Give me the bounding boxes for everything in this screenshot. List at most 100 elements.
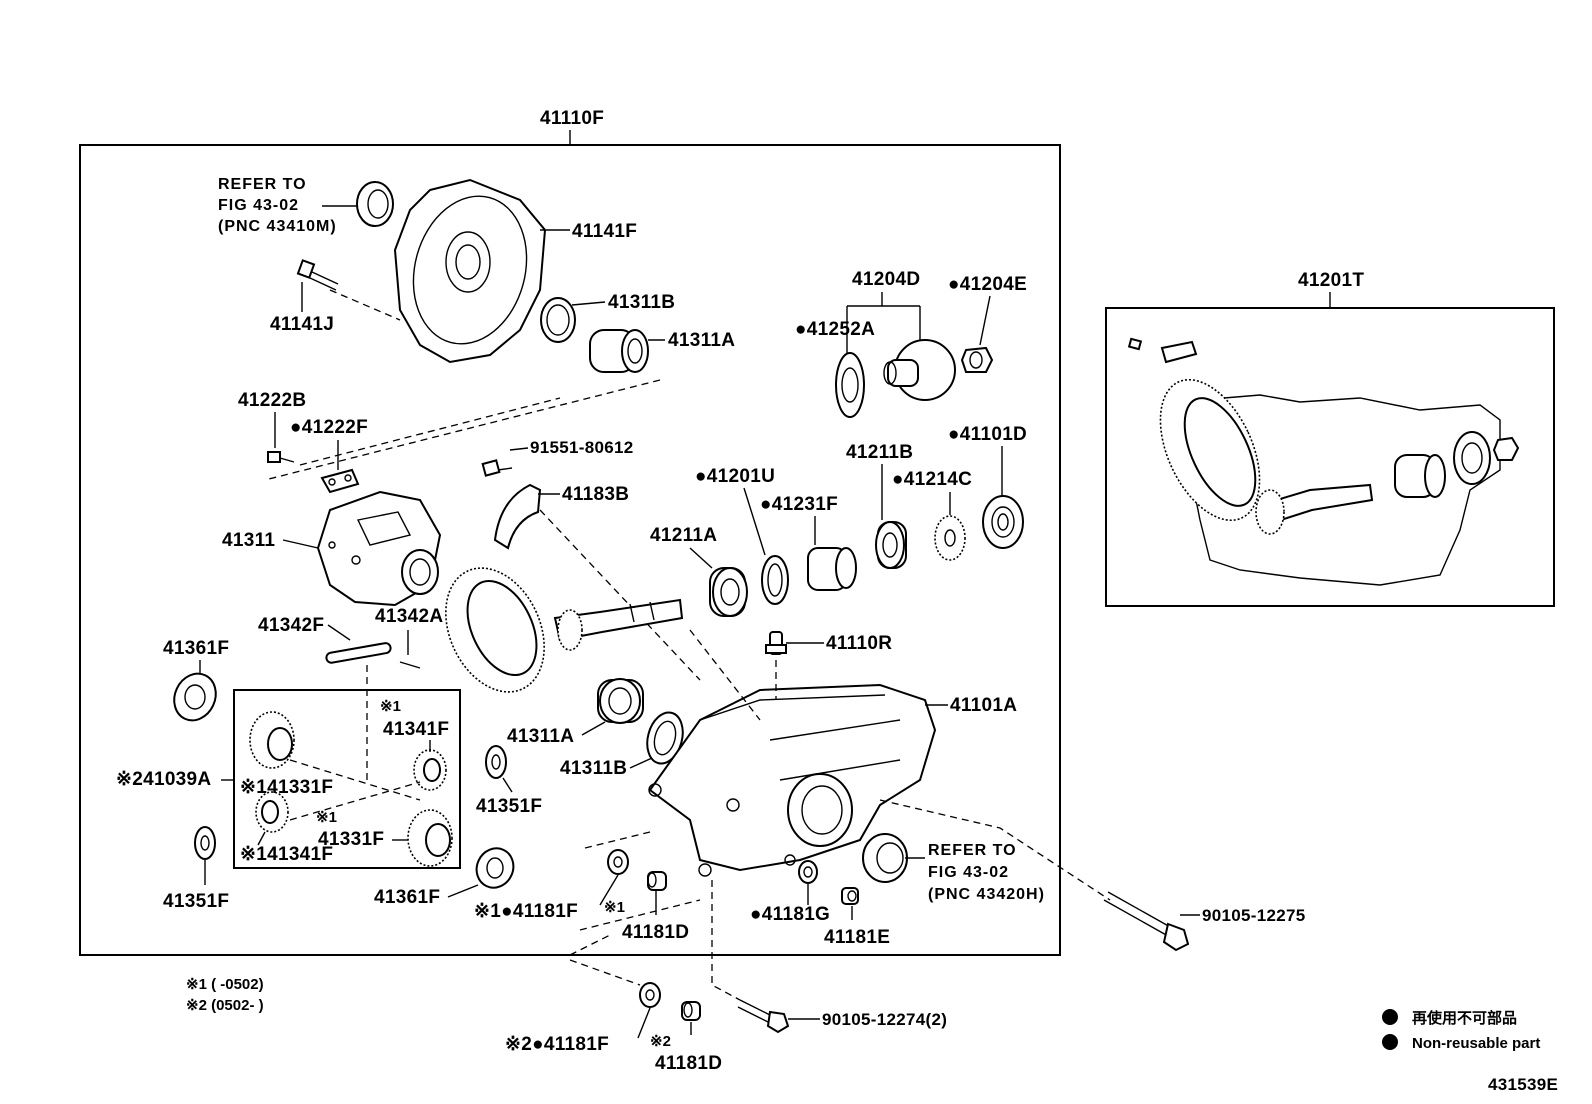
label-41214C: ●41214C (892, 469, 972, 490)
breather-plug-41110R-part (765, 631, 787, 655)
ring-gear-pinion-part (445, 567, 684, 693)
label-41181F-out: ※2●41181F (505, 1034, 609, 1055)
label-41204E: ●41204E (948, 274, 1027, 295)
oil-deflector-41183B-part (493, 483, 542, 550)
differential-case-part (316, 490, 442, 607)
label-41341F-b: ※141341F (240, 844, 333, 865)
refer-top-line2: FIG 43-02 (218, 197, 299, 214)
refer-bottom-line3: (PNC 43420H) (928, 886, 1045, 903)
bearing-41211A-part (709, 567, 748, 617)
oil-seal-bottom-part (862, 833, 908, 883)
refer-bottom-line2: FIG 43-02 (928, 864, 1009, 881)
nut-41204E-part (960, 346, 994, 373)
label-41342F: 41342F (258, 615, 324, 636)
refer-top-line1: REFER TO (218, 176, 307, 193)
label-90105-12274: 90105-12274(2) (822, 1010, 947, 1029)
label-41101A: 41101A (950, 695, 1017, 716)
legend-jp: 再使用不可部品 (1412, 1009, 1517, 1027)
mark-41181D-out: ※2 (650, 1033, 671, 1050)
oil-seal-41101D-part (982, 495, 1024, 549)
differential-gear-box (233, 689, 461, 869)
bearing-41311A-mid-part (597, 678, 644, 724)
oil-slinger-41214C-part (934, 515, 966, 561)
label-41252A: ●41252A (795, 319, 875, 340)
pinion-gear-right-part (413, 749, 447, 791)
lock-plate-41222F-part (320, 468, 360, 494)
washer-41252A-part (835, 352, 865, 418)
gasket-41181F-in-part (607, 849, 629, 875)
thrust-washer-41361F-top-part (173, 672, 217, 722)
sleeve-41231F-part (807, 547, 857, 591)
label-41331F-a: ※141331F (240, 777, 333, 798)
thrust-washer-41361F-bot-part (475, 847, 515, 889)
label-41110R: 41110R (826, 633, 892, 654)
thrust-washer-41351F-mid-part (485, 745, 507, 779)
label-41201U: ●41201U (695, 466, 775, 487)
label-41141J: 41141J (270, 314, 334, 335)
legend-en: Non-reusable part (1412, 1035, 1540, 1052)
figure-code: 431539E (1488, 1075, 1558, 1094)
label-41222F: ●41222F (290, 417, 368, 438)
mark-41181D-in: ※1 (604, 899, 625, 916)
label-41181D-in: 41181D (622, 922, 689, 943)
label-41361F-bot: 41361F (374, 887, 440, 908)
label-41311A-top: 41311A (668, 330, 735, 351)
shim-41311B-top-part (540, 297, 576, 343)
label-41311: 41311 (222, 530, 275, 551)
label-41311A-mid: 41311A (507, 726, 574, 747)
label-41361F-top: 41361F (163, 638, 229, 659)
legend-dot-jp (1382, 1009, 1398, 1025)
label-41183B: 41183B (562, 484, 629, 505)
label-91551-80612: 91551-80612 (530, 438, 634, 457)
mark-41331F-b: ※1 (316, 809, 337, 826)
bolt-90105-12274-part (737, 999, 790, 1034)
label-41039A: ※241039A (116, 769, 211, 790)
refer-top-line3: (PNC 43410M) (218, 218, 337, 235)
extension-housing-part (393, 178, 547, 364)
ring-pinion-set-drawing (1127, 337, 1520, 586)
oil-seal-top-part (356, 181, 394, 227)
label-41342A: 41342A (375, 606, 443, 627)
label-41181F-in: ※1●41181F (474, 901, 578, 922)
label-90105-12275: 90105-12275 (1202, 906, 1306, 925)
label-41201T: 41201T (1298, 270, 1364, 291)
label-41211B: 41211B (846, 442, 913, 463)
pinion-gear-left-part (255, 791, 289, 833)
plug-41181D-in-part (647, 871, 667, 891)
bolt-41141J-part (296, 259, 339, 291)
label-41110F: 41110F (540, 108, 604, 129)
label-41351F-mid: 41351F (476, 796, 542, 817)
label-41204D: 41204D (852, 269, 920, 290)
collapsible-spacer-41201U-part (761, 555, 789, 605)
label-41181E: 41181E (824, 927, 890, 948)
label-41141F: 41141F (572, 221, 637, 242)
bearing-41311A-top-part (589, 329, 649, 373)
label-41211A: 41211A (650, 525, 717, 546)
label-41311B-mid: 41311B (560, 758, 627, 779)
label-41231F: ●41231F (760, 494, 838, 515)
gasket-41181F-out-part (639, 982, 661, 1008)
label-41101D: ●41101D (948, 424, 1027, 445)
bolt-41222B-part (267, 451, 295, 463)
plug-41181E-part (841, 887, 859, 905)
side-gear-right-part (407, 809, 453, 867)
pinion-shaft-part (325, 642, 421, 669)
note-1: ※1 ( -0502) (186, 976, 264, 993)
gasket-41181G-part (798, 860, 818, 884)
bolt-90105-12275-part (1103, 891, 1190, 952)
label-41331F-b: 41331F (318, 829, 384, 850)
label-41181D-out: 41181D (655, 1053, 722, 1074)
label-41311B-top: 41311B (608, 292, 675, 313)
shim-41311B-mid-part (646, 711, 684, 765)
legend-dot-en (1382, 1034, 1398, 1050)
label-41222B: 41222B (238, 390, 306, 411)
companion-flange-part (883, 339, 956, 401)
note-2: ※2 (0502- ) (186, 997, 264, 1014)
label-41181G: ●41181G (750, 904, 830, 925)
thrust-washer-41351F-left-part (194, 826, 216, 860)
mark-41341F-a: ※1 (380, 698, 401, 715)
differential-carrier-housing-part (648, 683, 937, 877)
bolt-91551-part (481, 459, 513, 477)
